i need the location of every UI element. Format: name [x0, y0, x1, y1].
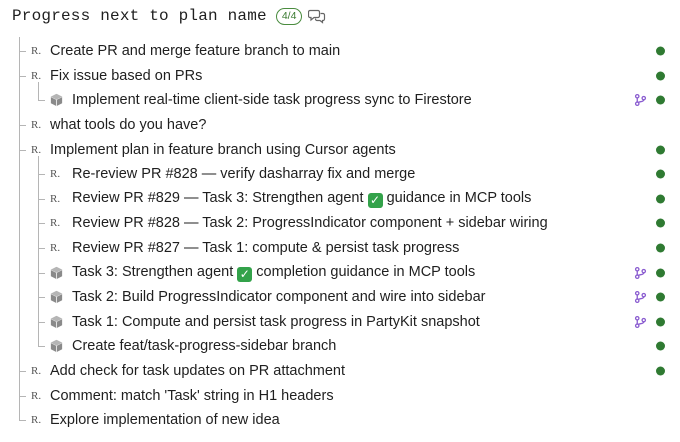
tree-item[interactable]: Create feat/task-progress-sidebar branch	[0, 334, 680, 359]
agent-r-icon: R.	[31, 414, 42, 427]
agent-r-icon: R.	[50, 217, 61, 230]
tree-connector	[19, 51, 26, 53]
tree-item[interactable]: R. Create PR and merge feature branch to …	[0, 39, 680, 64]
tree-connector	[19, 420, 26, 422]
tree-item[interactable]: R. Fix issue based on PRs	[0, 64, 680, 89]
tree-item[interactable]: R. Re-review PR #828 — verify dasharray f…	[0, 162, 680, 187]
tree-connector	[19, 371, 26, 373]
tree-connector	[38, 100, 45, 102]
tree-item[interactable]: R. Review PR #829 — Task 3: Strengthen ag…	[0, 187, 680, 212]
agent-r-icon: R.	[50, 242, 61, 255]
tree-item-label: Create PR and merge feature branch to ma…	[50, 43, 341, 60]
package-box-icon	[49, 265, 64, 280]
status-dot	[656, 71, 665, 81]
tree-connector	[38, 346, 45, 348]
tree-item-label: Review PR #828 — Task 2: ProgressIndicat…	[72, 215, 548, 232]
subtree-trunk-line	[38, 81, 39, 101]
agent-r-icon: R.	[50, 168, 61, 181]
git-branch-icon[interactable]	[634, 291, 647, 304]
tree-item[interactable]: R. Review PR #828 — Task 2: ProgressIndic…	[0, 211, 680, 236]
label-part: Task 3: Strengthen agent	[72, 263, 238, 280]
tree-item-label: Implement real-time client-side task pro…	[72, 92, 472, 109]
tree-item-label: Create feat/task-progress-sidebar branch	[72, 338, 337, 355]
git-branch-icon[interactable]	[634, 266, 647, 279]
status-dot	[656, 218, 665, 228]
chat-bubbles-icon[interactable]	[308, 8, 326, 24]
tree-item-label: Explore implementation of new idea	[50, 412, 280, 429]
check-mark-icon: ✓	[237, 266, 253, 282]
status-dot	[656, 292, 665, 302]
subtree-trunk-line	[38, 155, 39, 347]
tree-item-label: Fix issue based on PRs	[50, 67, 203, 84]
git-branch-icon[interactable]	[634, 94, 647, 107]
tree-connector	[38, 321, 45, 323]
tree-item[interactable]: R. Explore implementation of new idea	[0, 408, 680, 433]
status-dot	[656, 194, 665, 204]
label-part: Review PR #829 — Task 3: Strengthen agen…	[72, 189, 368, 206]
tree-connector	[38, 174, 45, 176]
plan-header: Progress next to plan name 4/4	[12, 4, 326, 28]
tree-item-label: Re-review PR #828 — verify dasharray fix…	[72, 166, 416, 183]
tree-connector	[38, 272, 45, 274]
status-dot	[656, 243, 665, 253]
tree-item[interactable]: Task 3: Strengthen agent ✓ completion gu…	[0, 260, 680, 285]
tree-item-label: Task 2: Build ProgressIndicator componen…	[72, 289, 486, 306]
tree-item[interactable]: Task 2: Build ProgressIndicator componen…	[0, 285, 680, 310]
status-dot	[656, 169, 665, 179]
tree-item[interactable]: Task 1: Compute and persist task progres…	[0, 310, 680, 335]
package-box-icon	[49, 290, 64, 305]
tree-connector	[19, 125, 26, 127]
tree-connector	[38, 248, 45, 250]
tree-connector	[19, 149, 26, 151]
status-dot	[656, 46, 665, 56]
tree-item-label: Implement plan in feature branch using C…	[50, 141, 396, 158]
tree-connector	[38, 297, 45, 299]
git-branch-icon[interactable]	[634, 315, 647, 328]
tree-item-label: Task 1: Compute and persist task progres…	[72, 313, 480, 330]
status-dot	[656, 145, 665, 155]
tree-connector	[19, 75, 26, 77]
agent-r-icon: R.	[50, 192, 61, 205]
tree-trunk-line	[19, 37, 20, 421]
tree-connector	[38, 198, 45, 200]
label-part: guidance in MCP tools	[382, 189, 532, 206]
agent-r-icon: R.	[31, 365, 42, 378]
tree-item-label: Comment: match 'Task' string in H1 heade…	[50, 387, 334, 404]
tree-item-label: Review PR #827 — Task 1: compute & persi…	[72, 240, 460, 257]
check-mark-icon: ✓	[367, 192, 383, 208]
status-dot	[656, 341, 665, 351]
tree-item[interactable]: R. Review PR #827 — Task 1: compute & per…	[0, 236, 680, 261]
agent-r-icon: R.	[31, 69, 42, 82]
status-dot	[656, 366, 665, 376]
tree-item-label: what tools do you have?	[50, 117, 207, 134]
package-box-icon	[49, 93, 64, 108]
progress-badge: 4/4	[275, 7, 303, 25]
agent-r-icon: R.	[31, 119, 42, 132]
tree-item[interactable]: R. what tools do you have?	[0, 113, 680, 138]
label-part: completion guidance in MCP tools	[252, 263, 476, 280]
package-box-icon	[49, 314, 64, 329]
tree-item[interactable]: R. Comment: match 'Task' string in H1 hea…	[0, 383, 680, 408]
agent-r-icon: R.	[31, 389, 42, 402]
tree-item[interactable]: R. Add check for task updates on PR attac…	[0, 359, 680, 384]
tree-item[interactable]: R. Implement plan in feature branch using…	[0, 137, 680, 162]
tree-item[interactable]: Implement real-time client-side task pro…	[0, 88, 680, 113]
tree-item-label: Add check for task updates on PR attachm…	[50, 363, 345, 380]
agent-r-icon: R.	[31, 143, 42, 156]
plan-title: Progress next to plan name	[12, 7, 267, 25]
tree-connector	[19, 395, 26, 397]
tree-item-label: Review PR #829 — Task 3: Strengthen agen…	[72, 190, 531, 208]
package-box-icon	[49, 339, 64, 354]
tree-item-label: Task 3: Strengthen agent ✓ completion gu…	[72, 264, 475, 282]
status-dot	[656, 317, 665, 327]
agent-r-icon: R.	[31, 45, 42, 58]
status-dot	[656, 95, 665, 105]
status-dot	[656, 268, 665, 278]
tree-connector	[38, 223, 45, 225]
